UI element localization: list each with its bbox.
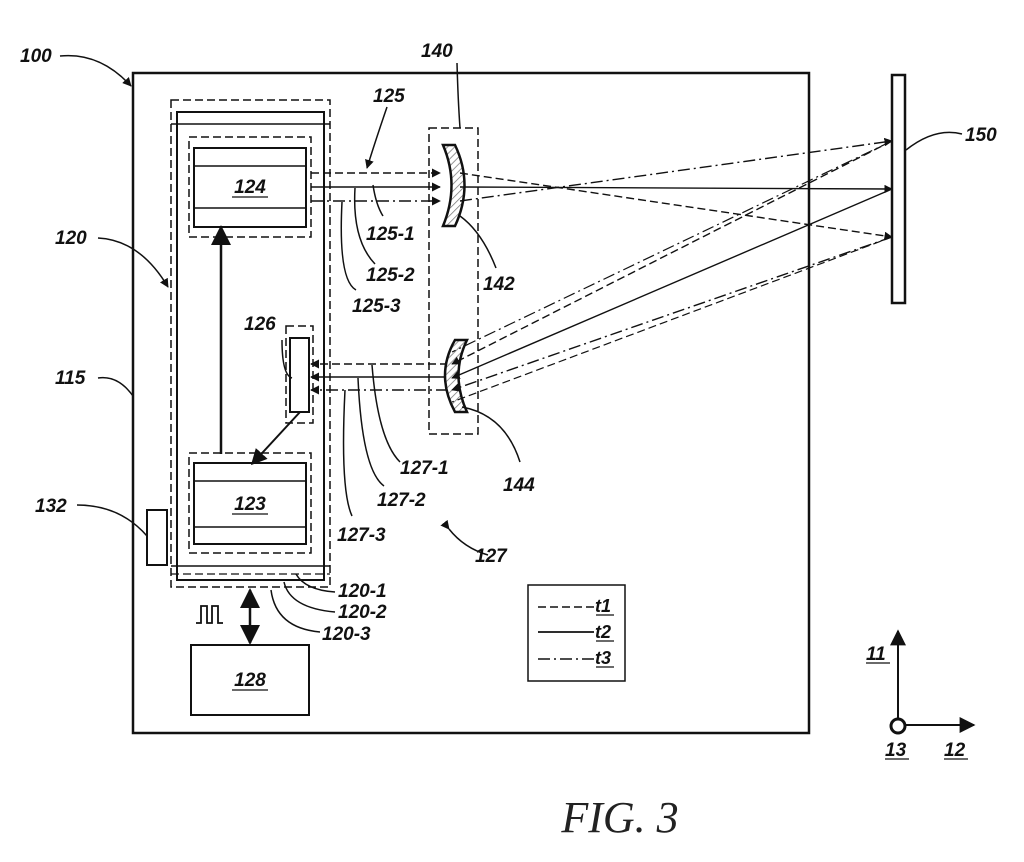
label-123: 123 xyxy=(234,494,266,515)
label-120-2: 120-2 xyxy=(338,602,387,623)
axis-label-12: 12 xyxy=(944,740,966,761)
lens-142 xyxy=(441,143,466,228)
label-140: 140 xyxy=(421,41,453,62)
label-127: 127 xyxy=(475,546,508,567)
label-125-3: 125-3 xyxy=(352,296,401,317)
label-125: 125 xyxy=(373,86,405,107)
legend-box xyxy=(527,584,626,682)
label-127-3: 127-3 xyxy=(337,525,386,546)
frame-120-outer xyxy=(170,99,331,588)
controller-128 xyxy=(190,644,310,716)
label-120-3: 120-3 xyxy=(322,624,371,645)
label-150: 150 xyxy=(965,125,997,146)
legend-t1: t1 xyxy=(595,596,611,616)
figure-caption: FIG. 3 xyxy=(560,793,678,842)
axis-label-13: 13 xyxy=(885,740,907,761)
axis-label-11: 11 xyxy=(866,644,886,665)
pulse-icon xyxy=(196,605,223,624)
label-100: 100 xyxy=(20,46,52,67)
label-120-1: 120-1 xyxy=(338,581,387,602)
label-125-1: 125-1 xyxy=(366,224,415,245)
label-132: 132 xyxy=(35,496,67,517)
housing-115 xyxy=(131,71,811,735)
label-127-1: 127-1 xyxy=(400,458,449,479)
arrow-126-to-123 xyxy=(250,411,301,466)
label-128: 128 xyxy=(234,670,266,691)
label-120: 120 xyxy=(55,228,87,249)
component-132 xyxy=(146,509,168,566)
label-115: 115 xyxy=(55,368,86,389)
optics-140-box xyxy=(428,127,479,435)
axis-13 xyxy=(889,717,907,735)
legend-t3: t3 xyxy=(595,648,611,668)
label-142: 142 xyxy=(483,274,515,295)
label-125-2: 125-2 xyxy=(366,265,415,286)
label-124: 124 xyxy=(234,177,266,198)
label-127-2: 127-2 xyxy=(377,490,426,511)
label-126: 126 xyxy=(244,314,276,335)
frame-120-inner xyxy=(176,111,325,581)
block-123 xyxy=(188,452,312,554)
legend-t2: t2 xyxy=(595,622,611,642)
label-144: 144 xyxy=(503,475,535,496)
target-150 xyxy=(890,73,907,305)
detector-126 xyxy=(285,325,314,424)
